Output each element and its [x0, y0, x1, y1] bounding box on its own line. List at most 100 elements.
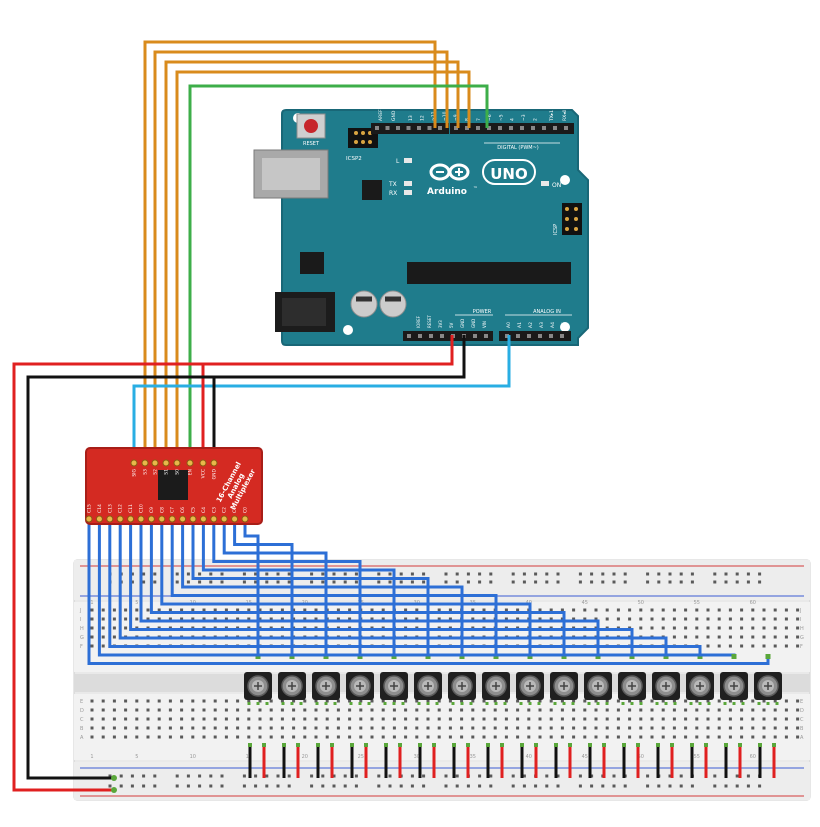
breadboard-hole: [628, 726, 632, 730]
potentiometer: [482, 672, 510, 705]
breadboard-hole: [538, 717, 542, 721]
wire-end: [350, 743, 354, 747]
breadboard-hole: [146, 617, 150, 621]
breadboard-hole: [740, 717, 744, 721]
rail-hole: [276, 774, 280, 778]
potentiometer: [380, 672, 408, 705]
header-pin: [542, 126, 546, 130]
breadboard-hole: [527, 726, 531, 730]
wires: [12, 40, 776, 793]
breadboard-hole: [180, 617, 184, 621]
row-letter: H: [80, 626, 84, 632]
rail-hole: [556, 580, 560, 584]
rail-hole: [254, 580, 258, 584]
power-label: POWER: [473, 309, 492, 315]
breadboard-hole: [157, 726, 161, 730]
rail-hole: [287, 774, 291, 778]
wire-end: [432, 743, 436, 747]
mux-bottom-pin-label: C8: [159, 507, 165, 513]
wire-end: [568, 743, 572, 747]
breadboard-hole: [695, 726, 699, 730]
wire-end: [418, 743, 422, 747]
wire-en: [188, 84, 489, 462]
breadboard-hole: [314, 617, 318, 621]
breadboard-hole: [583, 708, 587, 712]
breadboard-hole: [616, 699, 620, 703]
tx-led-label: TX: [388, 181, 397, 188]
breadboard-hole: [180, 726, 184, 730]
rail-hole: [590, 580, 594, 584]
breadboard-hole: [213, 717, 217, 721]
mux-bottom-pad: [147, 515, 155, 523]
mux-top-pin-label: S0: [175, 469, 181, 475]
header-pin: [527, 334, 531, 338]
breadboard-hole: [527, 717, 531, 721]
rail-hole: [590, 774, 594, 778]
breadboard-hole: [639, 699, 643, 703]
breadboard-hole: [605, 608, 609, 612]
breadboard-hole: [650, 717, 654, 721]
rail-hole: [646, 572, 650, 576]
analog-pin-label: A0: [506, 322, 512, 328]
mux-bottom-pad: [95, 515, 103, 523]
breadboard-hole: [202, 708, 206, 712]
breadboard-hole: [303, 717, 307, 721]
breadboard-hole: [460, 717, 464, 721]
mux-top-pin-label: S3: [143, 469, 149, 475]
breadboard-hole: [381, 617, 385, 621]
rail-hole: [713, 784, 717, 788]
breadboard-hole: [538, 617, 542, 621]
rail-hole: [209, 784, 213, 788]
breadboard-hole: [717, 617, 721, 621]
l-led: [404, 158, 412, 163]
row-letter: I: [800, 617, 801, 623]
row-letter: C: [80, 717, 84, 723]
mux-bottom-pad: [231, 515, 239, 523]
rail-hole: [142, 774, 146, 778]
channel-wire: [212, 519, 362, 656]
header-pin: [560, 334, 564, 338]
rail-hole: [265, 774, 269, 778]
breadboard-hole: [224, 699, 228, 703]
header-pin: [538, 334, 542, 338]
breadboard-hole: [549, 608, 553, 612]
analog-pin-label: A2: [528, 322, 534, 328]
rail-hole: [130, 580, 134, 584]
breadboard-hole: [661, 726, 665, 730]
rail-hole: [478, 580, 482, 584]
rail-hole: [254, 572, 258, 576]
breadboard-hole: [560, 708, 564, 712]
breadboard-hole: [740, 644, 744, 648]
rail-hole: [679, 784, 683, 788]
breadboard-hole: [90, 717, 94, 721]
breadboard-hole: [796, 617, 800, 621]
rail-hole: [713, 580, 717, 584]
breadboard-hole: [280, 726, 284, 730]
breadboard-hole: [325, 699, 329, 703]
breadboard-hole: [784, 735, 788, 739]
rail-hole: [186, 784, 190, 788]
breadboard-hole: [482, 699, 486, 703]
breadboard-hole: [90, 699, 94, 703]
wire-end: [248, 743, 252, 747]
breadboard-hole: [762, 635, 766, 639]
rail-hole: [343, 774, 347, 778]
breadboard-hole: [101, 617, 105, 621]
breadboard-hole: [370, 608, 374, 612]
breadboard-hole: [661, 735, 665, 739]
breadboard-hole: [314, 735, 318, 739]
rail-hole: [388, 580, 392, 584]
breadboard-hole: [549, 726, 553, 730]
mux-bottom-pin-label: C6: [180, 507, 186, 513]
rail-hole: [130, 774, 134, 778]
row-letter: G: [800, 635, 804, 641]
breadboard-hole: [616, 735, 620, 739]
breadboard-hole: [168, 608, 172, 612]
potentiometer: [686, 672, 714, 705]
breadboard-hole: [460, 735, 464, 739]
column-number: 50: [638, 600, 644, 606]
rail-hole: [668, 774, 672, 778]
breadboard-hole: [493, 699, 497, 703]
row-letter: B: [80, 726, 84, 732]
